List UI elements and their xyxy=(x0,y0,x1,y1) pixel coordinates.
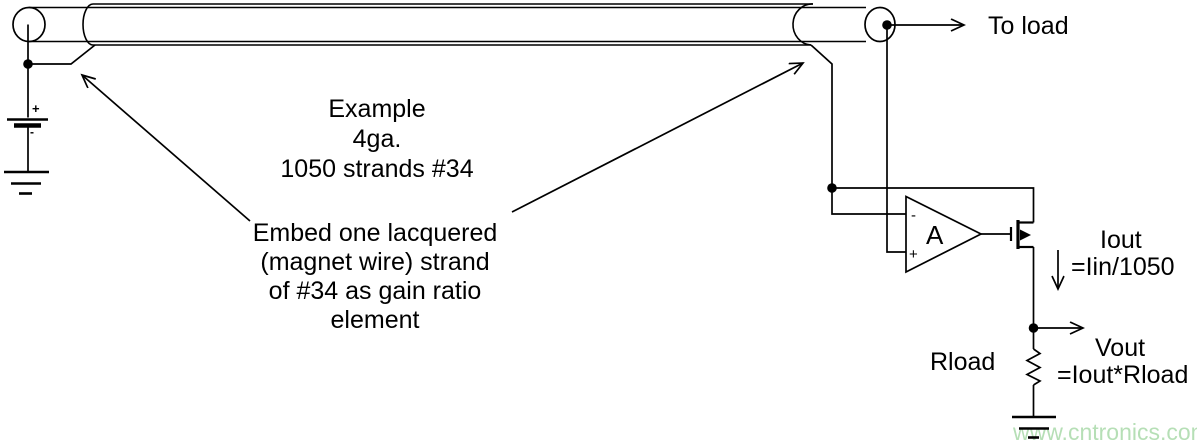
minus-input-wire xyxy=(831,188,906,215)
plus-input-wire xyxy=(886,25,906,253)
battery-minus-label: - xyxy=(30,125,34,139)
example-line-2: 4ga. xyxy=(353,125,402,153)
ground-icon-right xyxy=(1012,415,1056,439)
opamp: - + A xyxy=(905,195,1011,274)
cable-jacket-right-rim xyxy=(792,3,814,46)
annotation-line-1: Embed one lacquered xyxy=(253,219,498,247)
mosfet-body-arrow xyxy=(1020,229,1031,241)
cable-left-end-cap xyxy=(12,6,46,43)
strand-sense-branch xyxy=(810,44,1035,223)
rload-label: Rload xyxy=(930,348,995,376)
example-line-1: Example xyxy=(328,95,425,123)
mosfet-icon xyxy=(1009,220,1034,249)
embed-annotation-block: Embed one lacquered (magnet wire) strand… xyxy=(253,219,498,334)
battery-plus-label: + xyxy=(32,101,40,116)
iout-formula: =Iin/1050 xyxy=(1071,253,1175,281)
vout-label: Vout xyxy=(1095,334,1145,362)
example-text-block: Example 4ga. 1050 strands #34 xyxy=(280,95,473,183)
opamp-gain-label: A xyxy=(926,220,944,250)
vout-formula: =Iout*Rload xyxy=(1057,361,1188,389)
output-branch: Iout =Iin/1050 Vout =Iout*Rload Rload xyxy=(930,226,1188,416)
strand-tap-left xyxy=(28,44,96,65)
cable-graphic xyxy=(12,3,896,46)
annotation-line-2: (magnet wire) strand xyxy=(260,248,489,276)
annotation-line-3: of #34 as gain ratio xyxy=(269,277,482,305)
rload-resistor xyxy=(1025,348,1042,386)
watermark-text: www.cntronics.com xyxy=(1012,419,1197,445)
load-branch: To load xyxy=(882,12,1069,253)
iout-label: Iout xyxy=(1100,226,1142,254)
ground-icon-left xyxy=(4,170,49,195)
strand-tap-right xyxy=(810,44,833,188)
opamp-plus-label: + xyxy=(909,246,918,263)
example-line-3: 1050 strands #34 xyxy=(280,155,473,183)
feedback-wire xyxy=(832,187,1035,223)
annotation-arrow-left xyxy=(82,75,251,222)
cable-jacket-left-rim xyxy=(82,3,94,46)
annotation-arrow-right xyxy=(511,63,803,213)
opamp-triangle xyxy=(905,195,983,274)
source-branch: + - xyxy=(4,24,96,195)
annotation-line-4: element xyxy=(331,306,420,334)
opamp-minus-label: - xyxy=(911,207,916,224)
to-load-label: To load xyxy=(988,12,1069,40)
